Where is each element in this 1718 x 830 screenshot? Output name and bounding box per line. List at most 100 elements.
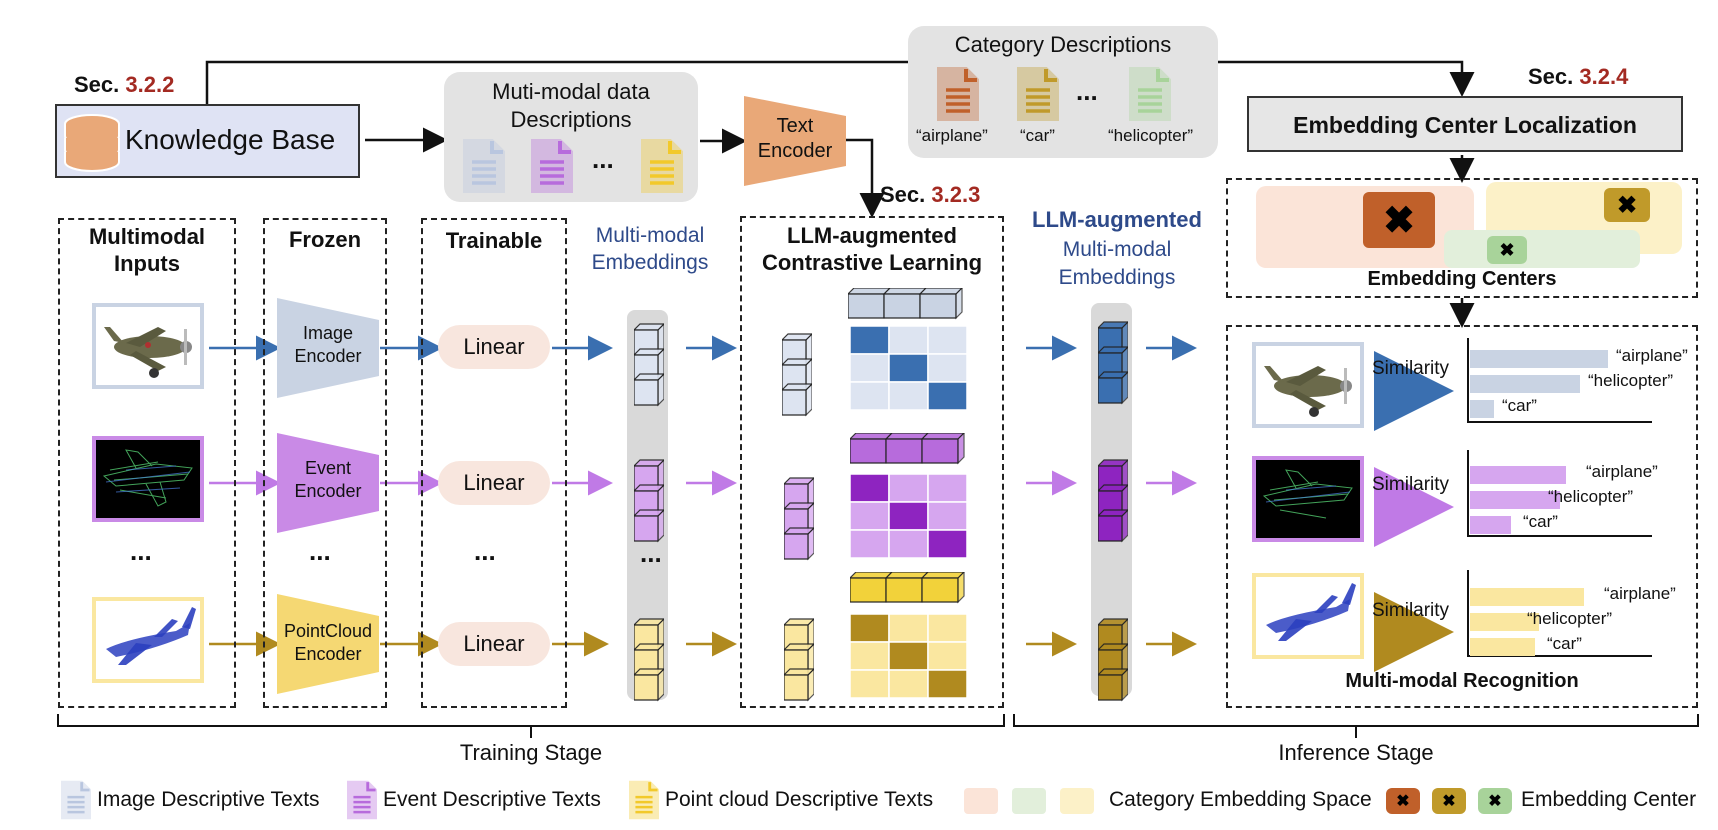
legend-space-swatch-2 (1012, 788, 1046, 814)
legend-event-texts: Event Descriptive Texts (383, 788, 601, 811)
legend-space-swatch-1 (964, 788, 998, 814)
encoder-to-contrastive-arrow (846, 138, 885, 218)
category-car-label: “car” (1020, 126, 1055, 145)
legend-category-space: Category Embedding Space (1109, 788, 1372, 811)
similarity-bar-label: “helicopter” (1527, 609, 1613, 628)
recognition-pointcloud-thumb (1252, 573, 1364, 659)
trainable-header: Trainable (445, 228, 543, 253)
point-embedding-stack (632, 617, 666, 708)
descriptions-ellipsis: ... (592, 144, 614, 174)
embedding-centers-panel (1226, 178, 1698, 298)
pointcloud-encoder-label: PointCloud Encoder (283, 621, 373, 664)
recognition-title: Multi-modal Recognition (1345, 670, 1579, 692)
embedding-centers-label: Embedding Centers (1367, 268, 1557, 290)
image-similarity-matrix (846, 324, 972, 419)
legend-center-icon-1: ✖ (1386, 788, 1420, 814)
trainable-panel (421, 218, 567, 708)
contrastive-header: LLM-augmented Contrastive Learning (761, 223, 983, 275)
event-encoder-shape (277, 433, 379, 533)
legend-point-texts: Point cloud Descriptive Texts (665, 788, 934, 811)
legend-image-doc-icon (60, 780, 92, 825)
contrastive-event-text-row (848, 431, 966, 470)
frozen-ellipsis: ... (309, 536, 331, 566)
contrastive-point-stack (782, 617, 816, 708)
car-center-icon: ✖ (1604, 188, 1650, 222)
similarity-bar (1470, 588, 1584, 606)
linear-image: Linear (438, 325, 550, 369)
similarity-bar (1470, 400, 1494, 418)
similarity-bar-label: “helicopter” (1588, 371, 1674, 390)
similarity-label-3: Similarity (1372, 600, 1450, 621)
legend-image-texts: Image Descriptive Texts (97, 788, 320, 811)
embeddings-header: Multi-modal Embeddings (591, 224, 709, 274)
recognition-panel (1226, 325, 1698, 708)
descriptions-panel: Muti-modal data Descriptions ... (444, 72, 698, 202)
inference-stage-bracket (1013, 714, 1699, 727)
image-encoder-shape (277, 298, 379, 398)
car-doc-icon (1016, 66, 1060, 127)
similarity-bar-label: “airplane” (1604, 584, 1676, 603)
contrastive-event-stack (782, 476, 816, 567)
propeller-plane-icon (104, 327, 192, 378)
point-doc-icon (640, 138, 684, 199)
embeddings-ellipsis: ... (640, 538, 662, 568)
contrastive-image-text-row (846, 286, 964, 325)
helicopter-center-icon: ✖ (1487, 236, 1527, 264)
sec-3-2-2: Sec. 3.2.2 (74, 72, 175, 97)
similarity-bar (1470, 466, 1566, 484)
event-encoder-label: Event Encoder (294, 458, 362, 501)
helicopter-embedding-space (1444, 230, 1640, 268)
llm-image-embedding-stack (1096, 320, 1130, 411)
recognition-event-icon (1262, 469, 1353, 519)
localization-title: Embedding Center Localization (1293, 112, 1637, 138)
similarity-bar-label: “car” (1502, 396, 1537, 415)
llm-embeddings-header: Multi-modal Embeddings (1058, 238, 1176, 289)
similarity-bar-label: “airplane” (1586, 462, 1658, 481)
legend-space-swatch-3 (1060, 788, 1094, 814)
similarity-bar (1470, 350, 1608, 368)
category-ellipsis: ... (1076, 76, 1098, 106)
inputs-ellipsis: ... (130, 536, 152, 566)
recognition-pointcloud-icon (1266, 583, 1356, 641)
descriptions-title: Muti-modal data Descriptions (492, 79, 650, 132)
event-embedding-stack (632, 458, 666, 549)
category-helicopter-label: “helicopter” (1108, 126, 1194, 145)
similarity-bar (1470, 491, 1560, 509)
similarity-label-2: Similarity (1372, 474, 1450, 495)
legend-center-icon-2: ✖ (1432, 788, 1466, 814)
training-stage-label: Training Stage (459, 740, 603, 765)
category-descriptions-panel: Category Descriptions ... “airplane” “ca… (908, 26, 1218, 158)
event-similarity-matrix (846, 472, 972, 567)
inputs-panel (58, 218, 236, 708)
contrastive-image-stack (780, 332, 814, 423)
similarity-bar-label: “airplane” (1616, 346, 1688, 365)
pointcloud-plane-icon (106, 607, 196, 665)
image-doc-icon (462, 138, 506, 199)
linear-pointcloud: Linear (438, 622, 550, 666)
knowledge-base-box: Knowledge Base (55, 104, 360, 178)
frozen-header: Frozen (288, 227, 362, 252)
image-embedding-stack (632, 322, 666, 413)
category-airplane-label: “airplane” (916, 126, 988, 145)
event-image-thumb (92, 436, 204, 522)
inference-stage-label: Inference Stage (1278, 740, 1434, 765)
training-stage-bracket (57, 714, 1005, 727)
legend-embedding-center: Embedding Center (1521, 788, 1697, 811)
text-encoder-label: Text Encoder (757, 115, 833, 162)
trainable-ellipsis: ... (474, 536, 496, 566)
llm-embeddings-header-bold: LLM-augmented (1032, 207, 1202, 232)
category-descriptions-title: Category Descriptions (954, 32, 1172, 57)
frozen-panel (263, 218, 387, 708)
pointcloud-image-thumb (92, 597, 204, 683)
similarity-bar-label: “helicopter” (1548, 487, 1634, 506)
llm-point-embedding-stack (1096, 617, 1130, 708)
localization-box: Embedding Center Localization (1247, 96, 1683, 152)
kb-to-localization-line (205, 60, 1475, 104)
airplane-doc-icon (936, 66, 980, 127)
recognition-plane-icon (1264, 366, 1352, 417)
similarity-bar (1470, 613, 1539, 631)
similarity-label-1: Similarity (1372, 358, 1450, 379)
image-encoder-label: Image Encoder (294, 323, 362, 366)
